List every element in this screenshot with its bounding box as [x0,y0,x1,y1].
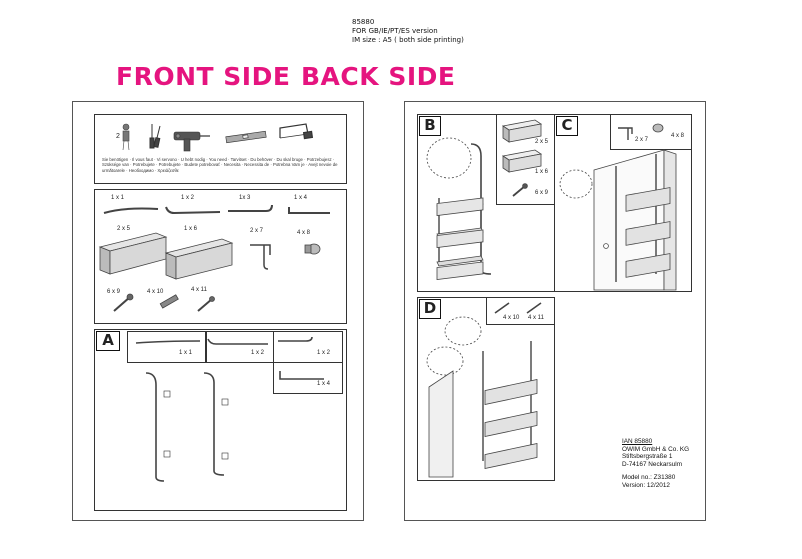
front-side-title: FRONT SIDE [116,62,291,91]
step-a-qty-1: 1 x 1 [179,350,193,356]
step-b-qty-6: 1 x 6 [535,169,549,175]
size-note: IM size : A5 ( both side printing) [352,36,464,44]
company-name: OWIM GmbH & Co. KG [622,445,690,453]
ian-number: IAN 85880 [622,438,653,445]
qty-part-7: 2 x 7 [250,228,264,234]
step-a-part4-box [273,362,343,394]
dowel-part-10 [159,294,179,309]
model-number: Model no.: Z31380 [622,474,676,482]
qty-part-3: 1x 3 [239,195,251,201]
qty-part-11: 4 x 11 [191,287,207,293]
parts-drawing [98,204,330,312]
step-a-label: A [96,331,120,351]
step-b-label: B [419,116,441,136]
step-a-qty-4: 1 x 4 [317,381,331,387]
company-city: D-74167 Neckarsulm [622,460,683,468]
qty-part-6: 1 x 6 [184,226,198,232]
step-a-qty-3: 1 x 2 [317,350,331,356]
cap-part-8 [304,243,321,255]
screw-part-11 [197,296,215,312]
step-b-drawing [426,119,543,280]
tools-note: Sie benötigen · Il vous faut · Vi servon… [102,157,338,173]
drill-icon [173,131,210,152]
step-a-part2-box [206,331,274,363]
company-info: IAN 85880 OWIM GmbH & Co. KG Stiftsbergs… [622,438,689,490]
step-a-drawing [135,336,324,482]
svg-text:2: 2 [116,133,120,140]
hook-part-7 [250,244,271,270]
back-side-title: BACK SIDE [301,62,456,91]
rail-part-3 [228,204,273,212]
qty-part-8: 4 x 8 [297,230,311,236]
qty-part-9: 6 x 9 [107,289,121,295]
step-c-parts-box [610,114,692,150]
step-d-qty-11: 4 x 11 [528,315,544,321]
two-persons-icon: 2 [116,123,130,151]
qty-part-1: 1 x 1 [111,195,125,201]
step-a-part3-box [273,331,343,363]
qty-part-5: 2 x 5 [117,226,131,232]
shelf-box-5 [98,232,168,275]
step-d-label: D [419,299,441,319]
version-note: FOR GB/IE/PT/ES version [352,27,438,35]
shelf-box-6 [164,238,234,280]
step-c-qty-7: 2 x 7 [635,137,649,143]
step-a-part1-box [127,331,206,363]
spirit-level-icon [225,130,267,144]
version-date: Version: 12/2012 [622,481,670,489]
qty-part-10: 4 x 10 [147,289,164,295]
rail-part-1 [103,207,159,214]
step-a-qty-2: 1 x 2 [251,350,265,356]
rail-part-4 [288,207,330,214]
qty-part-2: 1 x 2 [181,195,195,201]
step-b-qty-5: 2 x 5 [535,139,549,145]
tools-box [94,114,347,184]
saw-icon [279,123,314,140]
screw-part-9 [113,293,134,312]
rail-part-2 [165,206,221,215]
step-d-qty-10: 4 x 10 [503,315,520,321]
company-street: Stiftsbergstraße 1 [622,453,673,461]
step-c-label: C [556,116,578,136]
step-c-qty-8: 4 x 8 [671,133,685,139]
step-c-drawing [559,123,677,291]
screwdriver-icon [149,124,161,149]
print-spec-header: 85880 FOR GB/IE/PT/ES version IM size : … [352,18,464,45]
step-d-drawing [426,302,542,478]
tools-icons: 2 [116,123,314,152]
step-b-qty-9: 6 x 9 [535,190,549,196]
article-code: 85880 [352,18,375,26]
qty-part-4: 1 x 4 [294,195,308,201]
